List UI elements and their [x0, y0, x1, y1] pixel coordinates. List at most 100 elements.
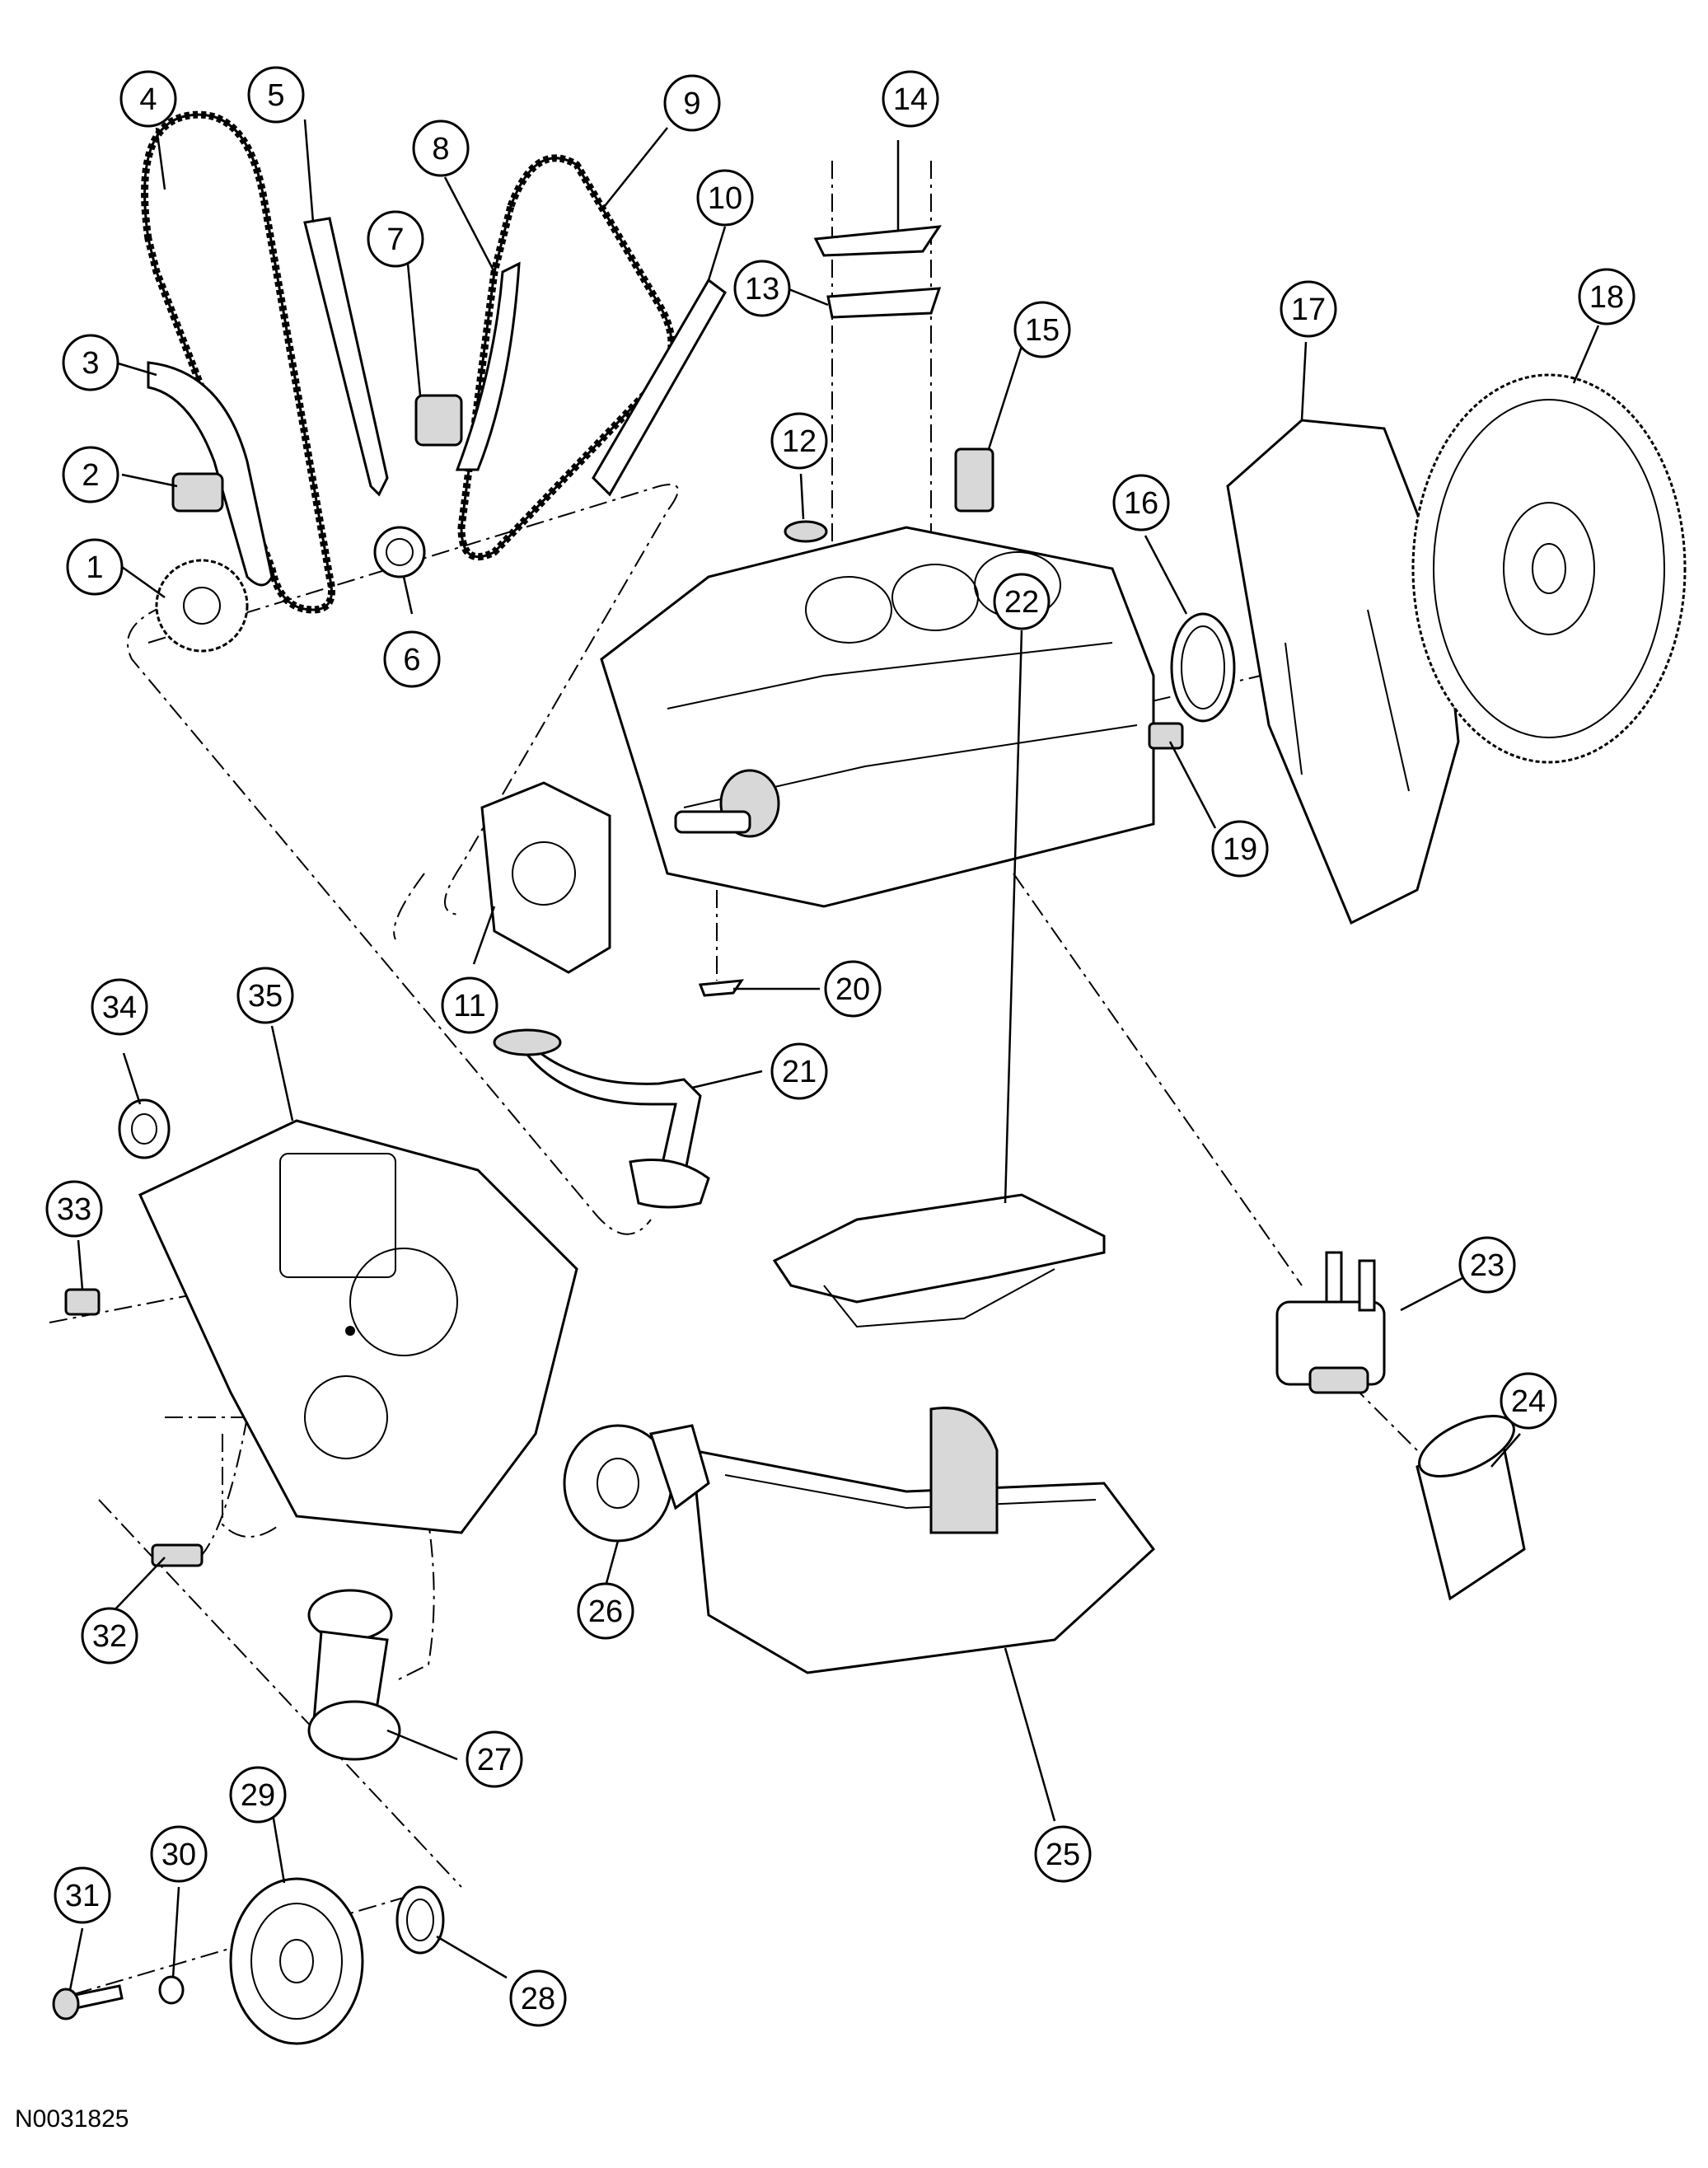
front-crankshaft-seal	[395, 1885, 445, 1955]
cylinder-gasket	[826, 287, 942, 319]
callout-label: 7	[386, 222, 404, 257]
callout-29: 29	[229, 1766, 287, 1824]
callout-circle	[824, 960, 882, 1018]
callout-12: 12	[770, 412, 828, 470]
callout-label: 20	[835, 972, 870, 1007]
crankshaft-pulley-washer	[158, 1975, 185, 2005]
callout-2: 2	[62, 446, 119, 503]
oil-pan-baffle	[772, 1193, 1106, 1328]
callout-4: 4	[119, 70, 177, 128]
callout-20: 20	[824, 960, 882, 1018]
callout-32: 32	[81, 1607, 138, 1665]
callout-circle	[229, 1766, 287, 1824]
chain-tensioner-arm-left	[147, 361, 274, 587]
callout-label: 21	[782, 1055, 817, 1089]
leader-lines	[68, 119, 1600, 1991]
callout-31: 31	[54, 1866, 111, 1924]
callout-label: 23	[1470, 1248, 1504, 1283]
callout-circle	[1034, 1825, 1092, 1883]
chain-tensioner-left	[171, 472, 224, 513]
callout-1: 1	[66, 538, 124, 596]
callout-label: 17	[1291, 293, 1326, 327]
figure-code: N0031825	[15, 2105, 129, 2133]
callout-circle	[54, 1866, 111, 1924]
callout-circle	[696, 169, 754, 227]
callout-label: 1	[86, 550, 103, 585]
drain-plug-gasket	[698, 979, 745, 997]
callout-28: 28	[509, 1969, 567, 2027]
callout-35: 35	[236, 967, 294, 1024]
timing-chain-right	[457, 154, 676, 561]
callout-11: 11	[441, 976, 498, 1034]
callout-label: 14	[893, 82, 928, 117]
callout-label: 4	[139, 82, 157, 117]
callout-circle	[236, 967, 294, 1024]
callout-circle	[733, 260, 791, 317]
callout-label: 2	[82, 458, 99, 493]
callout-circle	[770, 1042, 828, 1100]
crankshaft-pulley-bolt	[52, 1984, 124, 2021]
callout-circle	[91, 978, 148, 1036]
callout-circle	[993, 573, 1051, 630]
callout-circle	[412, 119, 470, 177]
crankshaft-sprocket	[373, 526, 426, 578]
callout-9: 9	[663, 74, 721, 132]
assembly-lines	[49, 161, 1451, 1995]
callout-circle	[1013, 301, 1071, 358]
callout-19: 19	[1211, 820, 1269, 878]
callout-circle	[119, 70, 177, 128]
callout-circle	[81, 1607, 138, 1665]
engine-rear-plate	[1226, 419, 1460, 925]
callout-circle	[770, 412, 828, 470]
rear-main-seal	[1170, 612, 1236, 723]
callout-27: 27	[466, 1730, 523, 1788]
callout-circle	[247, 66, 305, 124]
callout-label: 35	[248, 979, 283, 1014]
callout-label: 32	[92, 1619, 127, 1654]
callout-label: 5	[267, 78, 284, 113]
valve-cover-gasket	[813, 225, 943, 257]
expansion-plug	[784, 520, 828, 543]
callout-24: 24	[1500, 1372, 1557, 1430]
callout-circle	[1112, 474, 1170, 531]
flexplate	[1411, 373, 1687, 764]
callout-label: 9	[683, 87, 700, 121]
callout-label: 26	[588, 1594, 623, 1629]
chain-guide-right	[592, 278, 727, 497]
callout-label: 31	[65, 1879, 100, 1913]
callout-17: 17	[1280, 280, 1337, 338]
callout-3: 3	[62, 334, 119, 391]
callout-label: 12	[782, 424, 817, 459]
callout-label: 19	[1223, 832, 1257, 867]
callout-label: 25	[1046, 1838, 1080, 1872]
chain-tensioner-right	[414, 394, 463, 447]
oil-pickup-tube	[493, 1028, 710, 1209]
callout-label: 24	[1511, 1384, 1546, 1419]
callout-circle	[1211, 820, 1269, 878]
oil-pump	[480, 781, 611, 974]
callout-circle	[509, 1969, 567, 2027]
callout-14: 14	[882, 70, 939, 128]
callout-circle	[1500, 1372, 1557, 1430]
oil-cooler	[1275, 1251, 1386, 1394]
callout-6: 6	[383, 630, 441, 688]
callout-30: 30	[150, 1825, 208, 1883]
callout-16: 16	[1112, 474, 1170, 531]
oil-pan	[690, 1407, 1156, 1674]
engine-front-cover	[138, 1119, 578, 1534]
callout-label: 11	[453, 989, 485, 1023]
callout-label: 18	[1589, 280, 1624, 315]
callout-circle	[45, 1180, 103, 1238]
callout-33: 33	[45, 1180, 103, 1238]
camshaft-sprocket	[155, 559, 249, 653]
callout-13: 13	[733, 260, 791, 317]
callout-18: 18	[1578, 268, 1635, 325]
callout-label: 15	[1025, 313, 1060, 348]
callout-label: 13	[745, 272, 779, 307]
callout-label: 6	[403, 643, 420, 677]
callout-circle	[441, 976, 498, 1034]
callout-21: 21	[770, 1042, 828, 1100]
callout-circle	[66, 538, 124, 596]
callout-label: 8	[432, 132, 449, 166]
callout-circle	[1578, 268, 1635, 325]
